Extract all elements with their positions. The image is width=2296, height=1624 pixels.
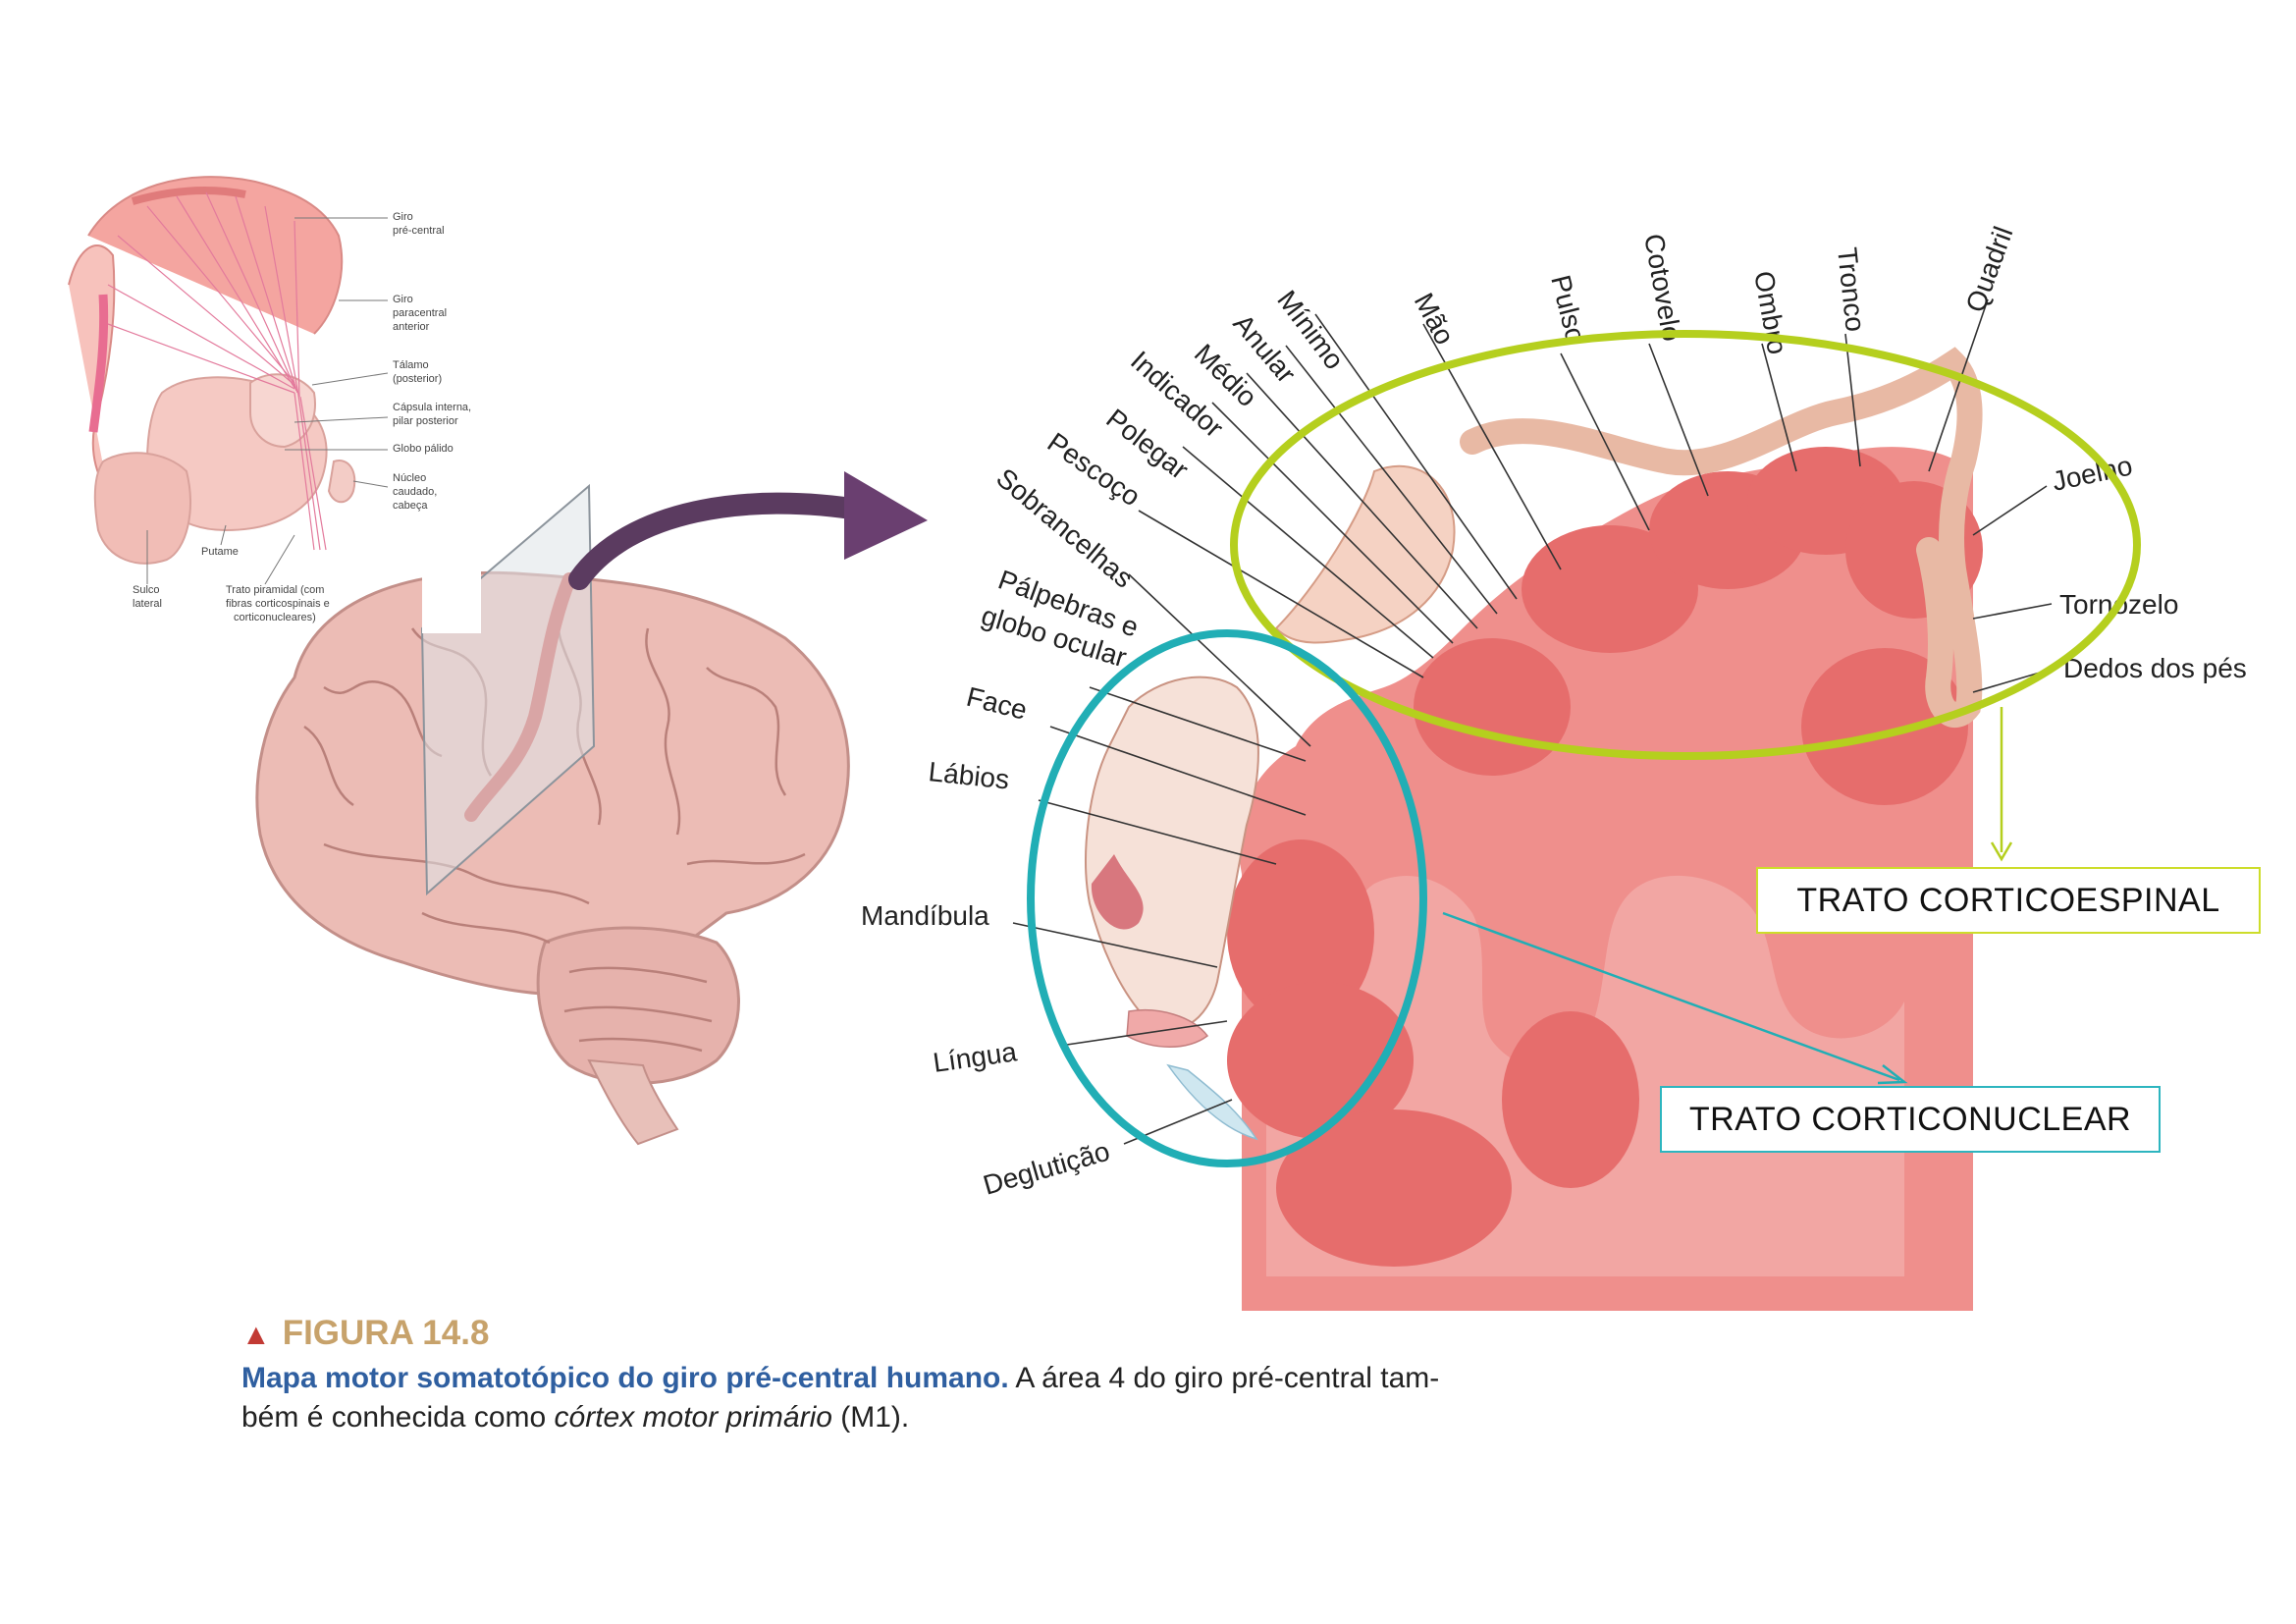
label-ombro: Ombro <box>1748 269 1792 357</box>
label-labios: Lábios <box>927 756 1010 794</box>
corticonuclear-ellipse <box>1027 629 1427 1167</box>
inset-label-caudado: caudado, <box>393 486 437 498</box>
label-tronco: Tronco <box>1832 245 1871 333</box>
brain-illustration <box>255 483 850 1146</box>
label-dedos-pes: Dedos dos pés <box>2063 653 2247 683</box>
inset-label-precentral: pré-central <box>393 225 445 237</box>
label-face: Face <box>964 681 1031 726</box>
triangle-icon: ▲ <box>241 1319 271 1351</box>
inset-label-posterior: (posterior) <box>393 373 442 385</box>
corticonuclear-arrow <box>1442 911 1908 1085</box>
inset-label-giro-1: Giro <box>393 211 413 223</box>
inset-label-cabeca: cabeça <box>393 500 428 512</box>
inset-label-nucleo: Núcleo <box>393 472 426 484</box>
inset-label-anterior: anterior <box>393 321 430 333</box>
label-mao: Mão <box>1409 288 1461 350</box>
label-lingua: Língua <box>932 1036 1020 1078</box>
leader-lines-lower <box>1012 686 1307 1145</box>
cortex-section <box>1085 347 1983 1311</box>
inset-label-talamo: Tálamo <box>393 359 429 371</box>
figure-description: Mapa motor somatotópico do giro pré-cent… <box>241 1359 1635 1437</box>
inset-label-sulco: Sulco <box>133 584 160 596</box>
figure-number: ▲ FIGURA 14.8 <box>241 1314 1635 1353</box>
caption-text-3: (M1). <box>831 1401 910 1434</box>
inset-label-capsula: Cápsula interna, <box>393 402 471 413</box>
figure-number-text: FIGURA 14.8 <box>282 1314 490 1352</box>
corticoespinal-ellipse <box>1230 330 2141 760</box>
inset-label-trato-3: corticonucleares) <box>234 612 316 623</box>
inset-label-trato-1: Trato piramidal (com <box>226 584 324 596</box>
figure-caption: ▲ FIGURA 14.8 Mapa motor somatotópico do … <box>241 1314 1635 1437</box>
caption-bold: Mapa motor somatotópico do giro pré-cent… <box>241 1362 1009 1394</box>
inset-label-paracentral: paracentral <box>393 307 447 319</box>
callout-corticoespinal-text: TRATO CORTICOESPINAL <box>1796 881 2220 919</box>
callout-corticonuclear-text: TRATO CORTICONUCLEAR <box>1688 1100 2132 1138</box>
label-pulso: Pulso <box>1545 272 1591 346</box>
inset-label-lateral: lateral <box>133 598 162 610</box>
inset-label-trato-2: fibras corticospinais e <box>226 598 330 610</box>
corticoespinal-arrow <box>1990 707 2013 862</box>
inset-label-putame: Putame <box>201 546 239 558</box>
label-cotovelo: Cotovelo <box>1638 232 1687 344</box>
label-quadril: Quadril <box>1960 223 2019 316</box>
inset-pyramidal-tract: Giro pré-central Giro paracentral anteri… <box>68 176 471 623</box>
caption-italic: córtex motor primário <box>554 1401 832 1434</box>
inset-label-giro-2: Giro <box>393 294 413 305</box>
caption-text-1: A área 4 do giro pré-central tam- <box>1008 1362 1440 1394</box>
inset-label-globo: Globo pálido <box>393 443 454 455</box>
inset-label-pilar: pilar posterior <box>393 415 458 427</box>
arrow-to-homunculus <box>568 471 928 590</box>
label-degluticao: Deglutição <box>980 1135 1113 1200</box>
label-mandibula: Mandíbula <box>861 900 989 931</box>
inset-mask <box>422 565 481 633</box>
callout-trato-corticoespinal: TRATO CORTICOESPINAL <box>1756 867 2261 934</box>
callout-trato-corticonuclear: TRATO CORTICONUCLEAR <box>1660 1086 2161 1153</box>
caption-text-2: bém é conhecida como <box>241 1401 555 1434</box>
